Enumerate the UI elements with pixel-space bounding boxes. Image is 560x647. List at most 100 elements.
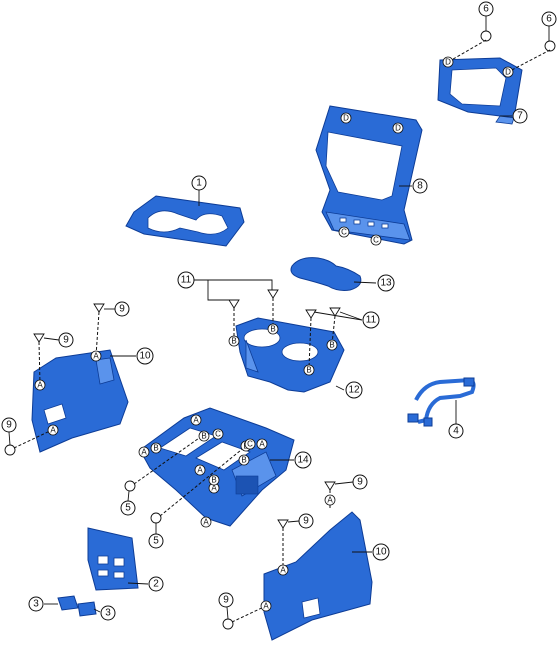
svg-text:11: 11 [366,315,377,326]
callout-12: 12 [345,381,363,399]
svg-text:C: C [341,228,347,237]
svg-text:D: D [343,114,349,123]
svg-text:C: C [247,440,253,449]
screw-11b [267,289,279,299]
letter-b-4: B [303,364,315,376]
callout-2: 2 [148,576,164,592]
svg-text:3: 3 [105,608,111,619]
svg-text:B: B [306,366,311,375]
screw-5b [150,512,162,524]
letter-a-6: A [256,438,268,450]
letter-a-7: A [194,464,206,476]
letter-a-9: A [200,516,212,528]
letter-a-3: A [47,424,59,436]
callout-3b: 3 [100,605,116,621]
svg-text:A: A [50,426,56,435]
svg-text:A: A [327,496,333,505]
letter-d-1: D [442,56,454,68]
svg-text:9: 9 [223,595,229,606]
svg-text:9: 9 [303,516,309,527]
screw-5a [124,480,136,492]
screw-9-rmid [277,519,289,529]
svg-text:B: B [241,456,246,465]
svg-text:12: 12 [348,385,360,396]
svg-text:A: A [93,352,99,361]
letter-a-1: A [90,350,102,362]
svg-text:A: A [259,440,265,449]
svg-text:A: A [141,448,147,457]
part-13-cupholder-mat [290,257,362,291]
callout-10a: 10 [136,347,154,365]
svg-text:D: D [395,124,401,133]
callout-6a: 6 [478,1,494,17]
letter-a-5: A [138,446,150,458]
letter-b-6: B [150,442,162,454]
part-14-console-frame [139,407,295,527]
svg-text:B: B [211,476,216,485]
letter-b-8: B [238,454,250,466]
letter-a-4: A [190,414,202,426]
svg-text:8: 8 [417,181,423,192]
letter-a-2: A [34,379,46,391]
svg-text:5: 5 [153,536,159,547]
letter-b-3: B [326,339,338,351]
screw-9-rbottom [222,618,234,630]
callout-7: 7 [512,108,528,124]
letter-b-2: B [267,323,279,335]
screw-9-left [33,333,45,343]
letter-a-12: A [260,600,272,612]
callout-6b: 6 [541,11,557,27]
svg-text:13: 13 [380,278,392,289]
callout-11a: 11 [177,271,195,289]
callout-5a: 5 [120,500,136,516]
svg-text:A: A [193,416,199,425]
svg-text:11: 11 [181,275,192,286]
callout-10b: 10 [372,543,390,561]
svg-text:9: 9 [357,477,363,488]
svg-text:B: B [201,432,206,441]
svg-text:9: 9 [63,335,69,346]
letter-b-5: B [198,430,210,442]
svg-text:14: 14 [297,455,309,466]
letter-c-4: C [244,438,256,450]
callout-9e: 9 [298,513,314,529]
callout-9a: 9 [114,301,130,317]
screw-11d [329,307,341,317]
svg-text:7: 7 [517,111,523,122]
part-10-right-side-panel [263,511,373,641]
letter-c-2: C [370,234,382,246]
svg-text:A: A [263,602,269,611]
letter-a-10: A [324,494,336,506]
svg-text:9: 9 [6,420,12,431]
callout-11b: 11 [362,311,380,329]
svg-text:A: A [203,518,209,527]
svg-text:D: D [505,68,511,77]
clip-6a [480,30,492,42]
callout-8: 8 [412,178,428,194]
letter-d-3: D [340,112,352,124]
callout-3a: 3 [28,596,44,612]
number-callouts: 1 6 6 7 8 13 11 11 12 9 9 10 9 4 14 5 5 … [1,1,557,621]
callout-4: 4 [448,423,464,439]
screw-11a [228,299,240,309]
part-8-center-panel [315,105,423,245]
leader-lines [44,115,512,613]
letter-c-1: C [338,226,350,238]
svg-text:3: 3 [33,599,39,610]
letter-d-2: D [502,66,514,78]
svg-text:A: A [280,566,286,575]
callout-9b: 9 [58,332,74,348]
part-1-trim-plate [125,195,245,247]
alignment-lines [13,39,551,623]
svg-text:A: A [211,484,217,493]
screw-9-top [93,303,105,313]
letter-b-9: B [208,474,220,486]
screw-9-side [4,444,16,456]
letter-b-1: B [228,335,240,347]
part-2-switch-panel [87,527,139,591]
svg-text:4: 4 [453,426,459,437]
screw-11c [305,309,317,319]
letter-a-11: A [277,564,289,576]
svg-text:10: 10 [375,547,387,558]
